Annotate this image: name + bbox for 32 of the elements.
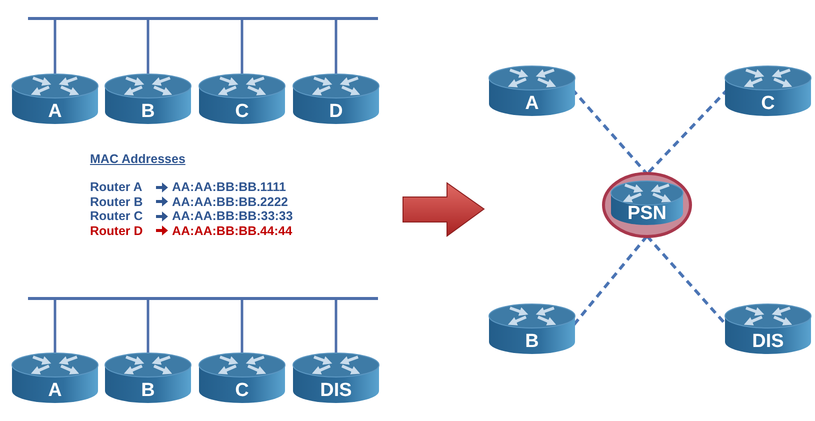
- router-label: B: [524, 332, 540, 351]
- router-label: A: [47, 102, 63, 121]
- mac-address: AA:AA:BB:BB.44:44: [172, 224, 292, 238]
- section-heading: MAC Addresses: [90, 152, 186, 166]
- mac-address: AA:AA:BB:BB:33:33: [172, 209, 293, 224]
- router-name: Router A: [90, 180, 144, 194]
- router-label: DIS: [319, 381, 353, 400]
- router-label: C: [234, 381, 250, 400]
- link-line: [54, 20, 56, 75]
- router-name: Router B: [90, 194, 144, 209]
- mac-address: AA:AA:BB:BB.2222: [172, 194, 288, 209]
- router-name: Router C: [90, 209, 144, 224]
- network-bus-line: [28, 297, 378, 300]
- network-bus-line: [28, 17, 378, 20]
- router-label: C: [760, 94, 776, 113]
- link-line: [334, 300, 338, 354]
- link-line: [146, 20, 150, 75]
- router-label: D: [328, 102, 344, 121]
- router-label: B: [140, 102, 156, 121]
- mac-address: AA:AA:BB:BB.1111: [172, 180, 286, 194]
- router-label: A: [524, 94, 540, 113]
- router-label: PSN: [626, 204, 668, 223]
- router-name: Router D: [90, 224, 144, 238]
- router-label: A: [47, 381, 63, 400]
- router-label: B: [140, 381, 156, 400]
- link-line: [240, 300, 244, 354]
- link-line: [54, 300, 56, 354]
- router-label: DIS: [751, 332, 785, 351]
- router-label: C: [234, 102, 250, 121]
- link-line: [240, 20, 244, 75]
- link-line: [334, 20, 338, 75]
- link-line: [146, 300, 150, 354]
